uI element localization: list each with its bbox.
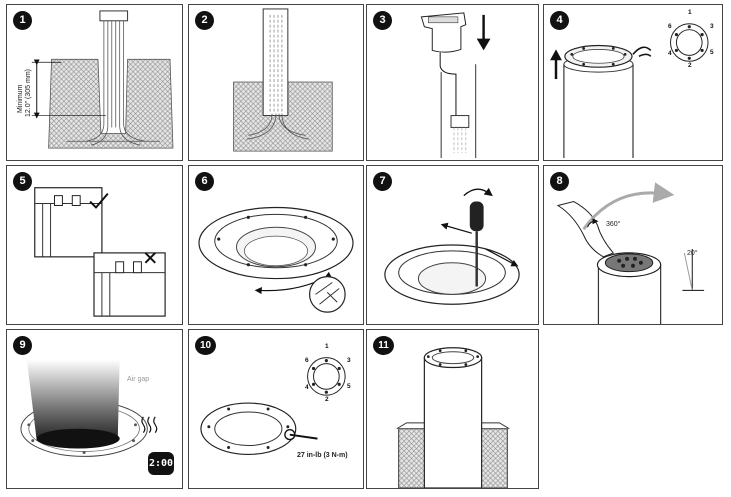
screwdriver-tighten-illustration	[384, 187, 520, 305]
bolt-order-1: 1	[325, 343, 329, 350]
bolt-order-1: 1	[688, 9, 692, 16]
conduit-in-footing-illustration	[233, 8, 333, 152]
bolt-order-3: 3	[710, 23, 714, 30]
step-3-panel: 3	[366, 4, 539, 161]
step-1-panel: 1 Minimum 12.0" (305 mm)	[6, 4, 183, 161]
step-number-badge: 9	[13, 336, 32, 355]
step-number-badge: 1	[13, 11, 32, 30]
step-8-panel: 8 360° 20°	[543, 165, 723, 325]
bolt-removal-illustration	[550, 23, 709, 159]
aim-fixture-illustration	[556, 182, 705, 324]
bolt-order-3: 3	[347, 357, 351, 364]
step-7-panel: 7	[366, 165, 539, 325]
heat-cure-illustration	[20, 359, 158, 457]
depth-label: 12.0" (305 mm)	[25, 68, 32, 117]
bolt-order-6: 6	[668, 23, 672, 30]
heat-waves-icon	[141, 416, 158, 434]
step-6-panel: 6	[188, 165, 364, 325]
final-installation-illustration	[396, 347, 510, 488]
step-number-badge: 6	[195, 172, 214, 191]
step-number-badge: 8	[550, 172, 569, 191]
bolt-order-5: 5	[710, 49, 714, 56]
tilt-label: 20°	[687, 250, 698, 257]
step-number-badge: 11	[373, 336, 394, 355]
step-number-badge: 7	[373, 172, 392, 191]
rotation-label: 360°	[606, 221, 621, 228]
step-number-badge: 4	[550, 11, 569, 30]
step-10-panel: 10 1 2 3 4 5 6 27 in-lb (3 N-m)	[188, 329, 364, 489]
timer-icon: 2:00	[148, 452, 174, 475]
down-arrow-icon	[476, 14, 491, 51]
bolt-order-5: 5	[347, 383, 351, 390]
minimum-label: Minimum	[17, 84, 24, 113]
step-11-panel: 11	[366, 329, 539, 489]
bolt-order-2: 2	[688, 62, 692, 69]
torque-bolts-illustration	[200, 357, 346, 456]
rotate-arrow-icon	[587, 218, 599, 228]
rotate-arrow-icon	[463, 187, 493, 197]
step-number-badge: 10	[195, 336, 216, 355]
correct-incorrect-seating-illustration	[34, 187, 166, 317]
checkmark-icon	[89, 193, 109, 209]
up-arrow-icon	[550, 49, 562, 80]
bolt-order-4: 4	[305, 384, 309, 391]
step-number-badge: 5	[13, 172, 32, 191]
step-number-badge: 2	[195, 11, 214, 30]
bolt-order-4: 4	[668, 50, 672, 57]
step-number-badge: 3	[373, 11, 392, 30]
torque-label: 27 in-lb (3 N-m)	[297, 452, 348, 459]
step-5-panel: 5	[6, 165, 183, 325]
step-4-panel: 4 1 2 3 4 5 6	[543, 4, 723, 161]
ring-installation-illustration	[198, 206, 354, 313]
bolt-order-6: 6	[305, 357, 309, 364]
fixture-lowering-illustration	[420, 12, 491, 159]
air-gap-label: Air gap	[127, 376, 150, 383]
cross-icon	[144, 252, 156, 264]
step-9-panel: 9 Air gap 2:00	[6, 329, 183, 489]
bolt-order-2: 2	[325, 396, 329, 403]
step-2-panel: 2	[188, 4, 364, 161]
trench-with-conduit-illustration	[31, 10, 174, 149]
